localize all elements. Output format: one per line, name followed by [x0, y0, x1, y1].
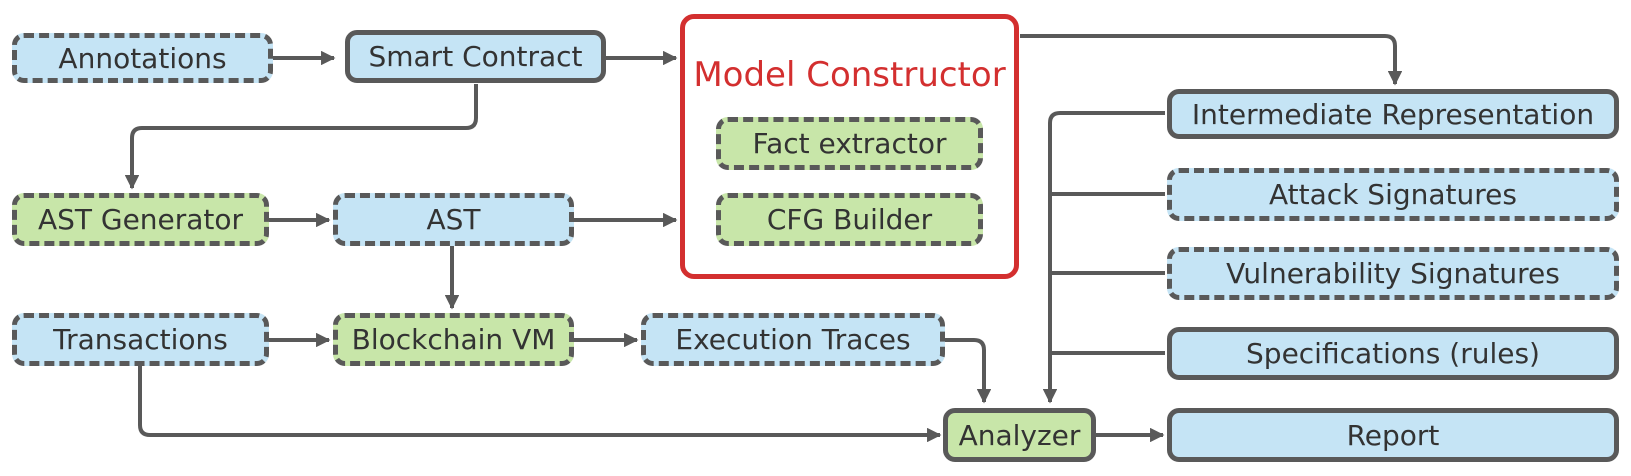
edge-smart-contract-ast-generator — [124, 84, 478, 190]
node-execution-traces: Execution Traces — [641, 313, 945, 366]
model-constructor-title: Model Constructor — [693, 55, 1006, 95]
node-transactions: Transactions — [12, 313, 269, 366]
node-blockchain-vm: Blockchain VM — [333, 313, 574, 366]
node-analyzer: Analyzer — [943, 408, 1096, 462]
node-ast-generator: AST Generator — [12, 193, 269, 246]
node-attack-signatures: Attack Signatures — [1167, 168, 1619, 221]
node-cfg-builder: CFG Builder — [716, 193, 983, 246]
node-annotations: Annotations — [12, 33, 273, 83]
node-smart-contract: Smart Contract — [345, 30, 606, 83]
node-fact-extractor: Fact extractor — [716, 117, 983, 170]
node-report: Report — [1167, 408, 1619, 462]
node-ast: AST — [333, 193, 574, 246]
node-vulnerability-signatures: Vulnerability Signatures — [1167, 247, 1619, 300]
edge-execution-traces-analyzer — [944, 338, 992, 404]
node-intermediate-representation: Intermediate Representation — [1167, 89, 1619, 139]
edge-model-constructor-ir — [1020, 34, 1403, 86]
edge-transactions-analyzer — [138, 366, 942, 443]
node-specifications: Specifications (rules) — [1167, 327, 1619, 380]
edge-ir-analyzer — [1042, 111, 1165, 404]
